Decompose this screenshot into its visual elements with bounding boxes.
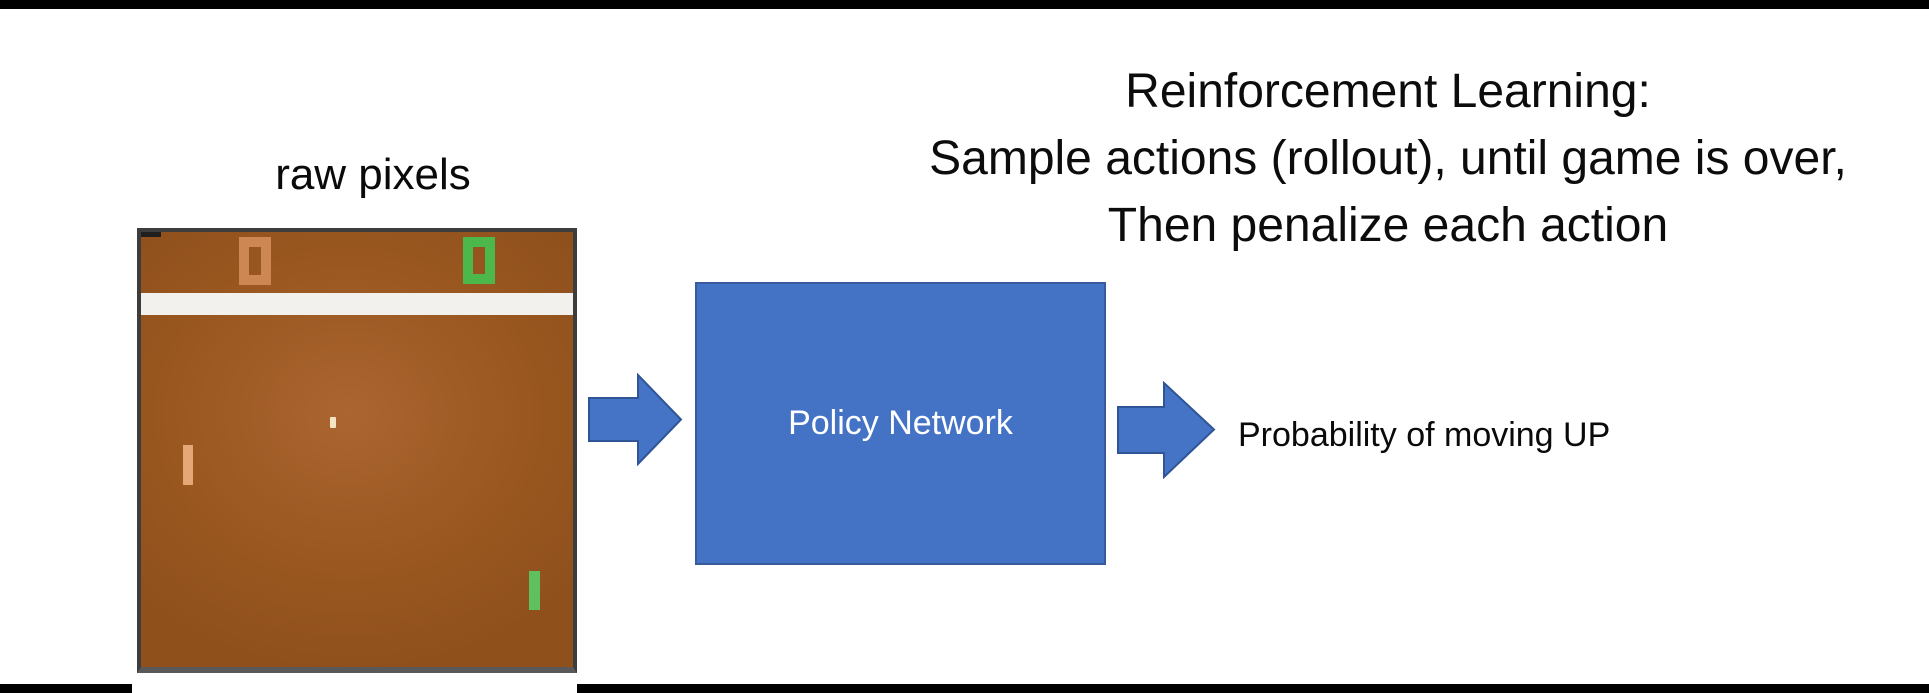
pong-ball	[330, 417, 336, 428]
slide-title: Reinforcement Learning: Sample actions (…	[838, 58, 1929, 259]
bottom-black-bar-left	[0, 684, 132, 693]
right-arrow-icon	[1117, 381, 1216, 479]
left-paddle	[183, 445, 193, 485]
top-black-bar	[0, 0, 1929, 9]
right-paddle	[529, 571, 540, 610]
raw-pixels-caption: raw pixels	[275, 150, 471, 199]
title-line-1: Reinforcement Learning:	[1125, 65, 1651, 118]
bottom-black-bar-right	[577, 684, 1929, 693]
output-probability-label: Probability of moving UP	[1238, 416, 1611, 454]
frame-corner-notch	[141, 232, 161, 237]
pong-game-screenshot	[137, 228, 577, 673]
policy-network-box: Policy Network	[695, 282, 1106, 565]
policy-network-label: Policy Network	[788, 404, 1013, 442]
title-line-2: Sample actions (rollout), until game is …	[929, 132, 1847, 185]
title-line-3: Then penalize each action	[1107, 199, 1669, 252]
score-divider-band	[141, 293, 573, 315]
right-player-score-zero	[463, 237, 495, 284]
right-arrow-icon	[588, 373, 683, 466]
left-player-score-zero	[239, 237, 271, 285]
